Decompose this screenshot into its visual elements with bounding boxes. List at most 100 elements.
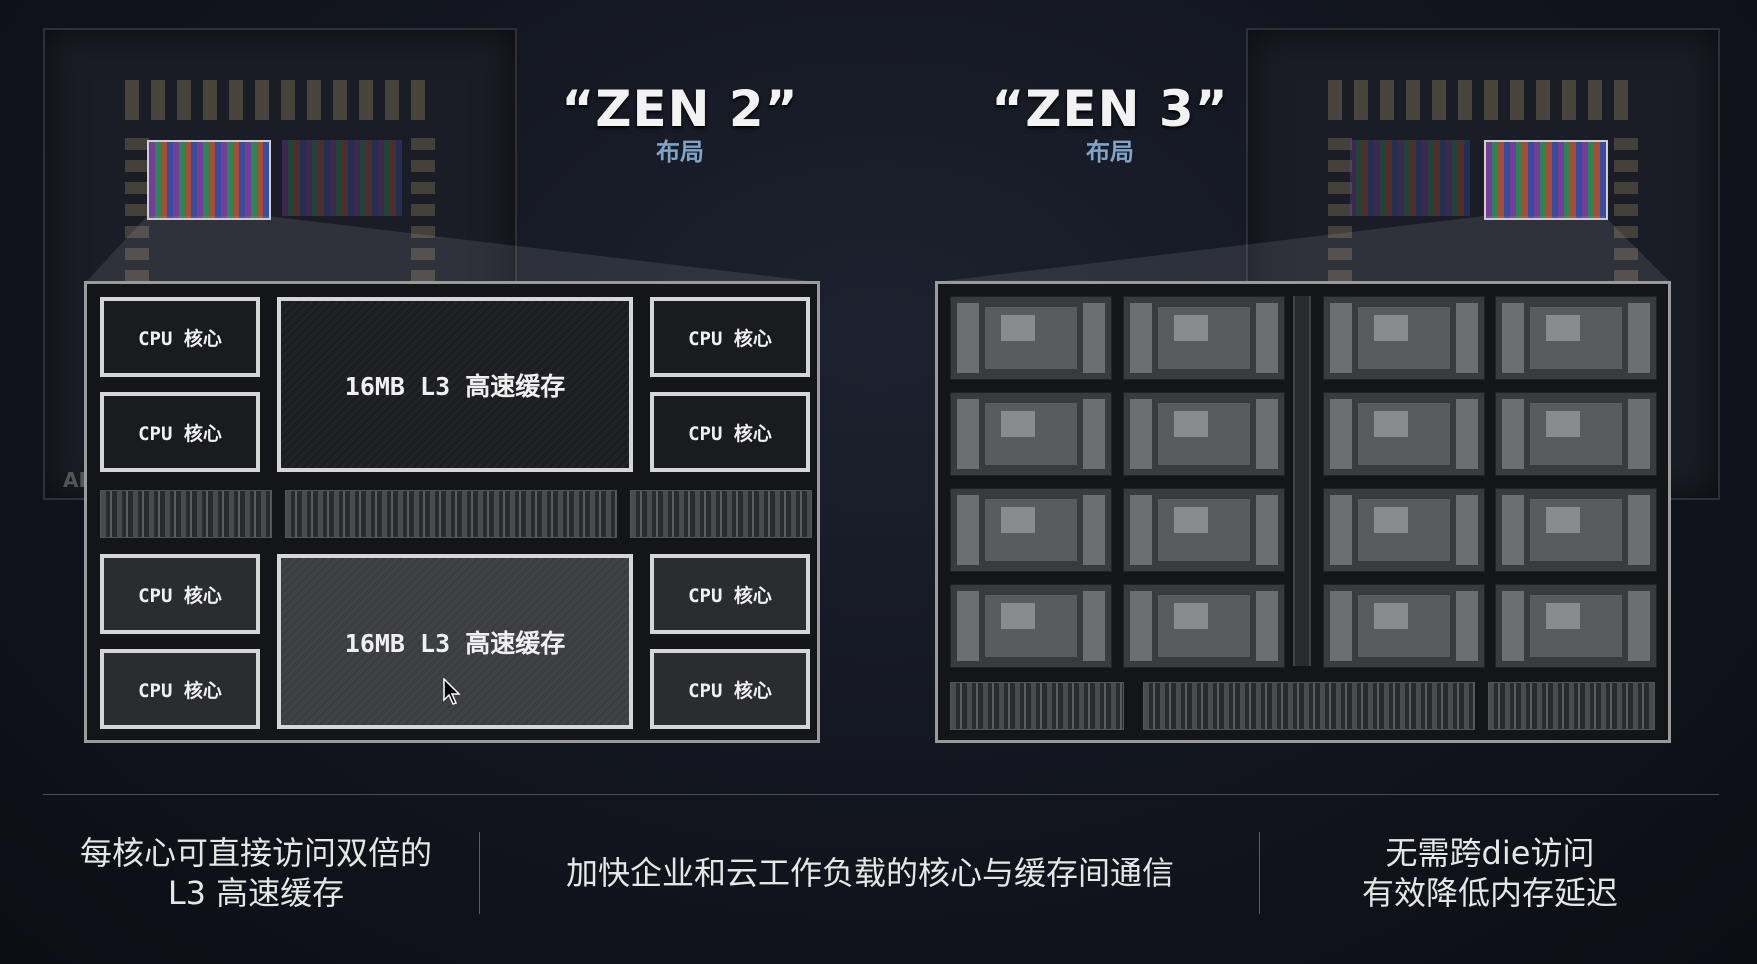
core-structure <box>1174 411 1208 437</box>
zen3-core-block <box>950 296 1112 380</box>
zen3-core-block <box>1495 584 1657 668</box>
cpu-core: CPU 核心 <box>100 392 260 472</box>
zen3-core-block <box>950 488 1112 572</box>
core-structure <box>1001 603 1035 629</box>
caption-center: 加快企业和云工作负载的核心与缓存间通信 <box>490 853 1250 893</box>
core-structure <box>1001 507 1035 533</box>
core-structure <box>1456 495 1478 565</box>
core-structure <box>1001 411 1035 437</box>
zen2-die-layout: CPU 核心 CPU 核心 16MB L3 高速缓存 CPU 核心 CPU 核心… <box>84 281 820 743</box>
cpu-core: CPU 核心 <box>650 297 810 377</box>
caption-separator <box>1259 832 1260 914</box>
zen3-core-block <box>1123 488 1285 572</box>
caption-separator <box>479 832 480 914</box>
caption-right-line: 有效降低内存延迟 <box>1361 874 1618 912</box>
core-structure <box>1502 303 1524 373</box>
zen3-core-block <box>1323 488 1485 572</box>
zen3-die-thumbnail-secondary <box>1350 140 1470 216</box>
core-structure <box>1546 315 1580 341</box>
package-pins <box>1328 80 1638 120</box>
core-structure <box>1628 495 1650 565</box>
zen3-core-block <box>1323 584 1485 668</box>
io-strip <box>630 490 812 538</box>
core-structure <box>1256 399 1278 469</box>
io-strip <box>950 682 1124 730</box>
core-structure <box>1330 591 1352 661</box>
core-structure <box>1130 303 1152 373</box>
core-structure <box>1083 495 1105 565</box>
cpu-core: CPU 核心 <box>100 297 260 377</box>
core-structure <box>1374 411 1408 437</box>
cpu-core: CPU 核心 <box>650 554 810 634</box>
io-strip <box>100 490 272 538</box>
l3-cache-block: 16MB L3 高速缓存 <box>277 297 633 472</box>
zen3-core-block <box>1123 584 1285 668</box>
caption-left-line: 每核心可直接访问双倍的 <box>79 834 432 872</box>
core-structure <box>957 591 979 661</box>
core-structure <box>1502 399 1524 469</box>
core-structure <box>957 495 979 565</box>
cpu-core: CPU 核心 <box>650 392 810 472</box>
core-structure <box>1546 507 1580 533</box>
core-structure <box>1374 507 1408 533</box>
io-strip <box>1488 682 1655 730</box>
cpu-core: CPU 核心 <box>100 649 260 729</box>
core-structure <box>1456 399 1478 469</box>
caption-right-line: 无需跨die访问 <box>1385 834 1595 872</box>
core-structure <box>1374 315 1408 341</box>
caption-left-line: L3 高速缓存 <box>167 874 345 912</box>
core-structure <box>957 399 979 469</box>
core-structure <box>1628 591 1650 661</box>
zen3-core-block <box>1495 296 1657 380</box>
core-structure <box>1628 303 1650 373</box>
cpu-core: CPU 核心 <box>100 554 260 634</box>
caption-left: 每核心可直接访问双倍的 L3 高速缓存 <box>40 833 472 913</box>
core-structure <box>1330 303 1352 373</box>
zen2-subtitle: 布局 <box>656 138 704 166</box>
core-structure <box>1083 399 1105 469</box>
core-structure <box>1083 591 1105 661</box>
core-structure <box>1130 495 1152 565</box>
core-structure <box>1330 495 1352 565</box>
core-structure <box>1083 303 1105 373</box>
core-structure <box>1130 399 1152 469</box>
core-structure <box>1502 591 1524 661</box>
core-structure <box>1256 303 1278 373</box>
core-structure <box>1456 303 1478 373</box>
zen3-title: “ZEN 3” <box>991 80 1229 138</box>
zen3-subtitle: 布局 <box>1086 138 1134 166</box>
core-structure <box>1374 603 1408 629</box>
zen3-core-block <box>1123 392 1285 476</box>
core-structure <box>1502 495 1524 565</box>
zen3-core-block <box>1495 488 1657 572</box>
zen3-core-block <box>950 584 1112 668</box>
zen3-die-thumbnail <box>1484 140 1608 220</box>
zen3-core-block <box>1495 392 1657 476</box>
zen3-heading: “ZEN 3” 布局 <box>990 80 1230 167</box>
core-structure <box>1546 411 1580 437</box>
core-structure <box>1174 315 1208 341</box>
die-center-spine <box>1293 296 1311 666</box>
core-structure <box>1628 399 1650 469</box>
package-pins <box>125 80 435 120</box>
core-structure <box>1174 507 1208 533</box>
zen3-core-block <box>1323 296 1485 380</box>
core-structure <box>1456 591 1478 661</box>
zen2-heading: “ZEN 2” 布局 <box>560 80 800 167</box>
zen2-title: “ZEN 2” <box>561 80 799 138</box>
core-structure <box>1256 495 1278 565</box>
zen2-die-thumbnail <box>147 140 271 220</box>
core-structure <box>1001 315 1035 341</box>
zen3-core-block <box>1323 392 1485 476</box>
package-logo-text: AI <box>63 468 86 492</box>
core-structure <box>957 303 979 373</box>
core-structure <box>1330 399 1352 469</box>
caption-center-line: 加快企业和云工作负载的核心与缓存间通信 <box>565 854 1174 892</box>
core-structure <box>1546 603 1580 629</box>
zen2-die-thumbnail-secondary <box>282 140 402 216</box>
cpu-core: CPU 核心 <box>650 649 810 729</box>
mouse-cursor-icon <box>443 678 461 705</box>
zen3-core-block <box>950 392 1112 476</box>
core-structure <box>1130 591 1152 661</box>
